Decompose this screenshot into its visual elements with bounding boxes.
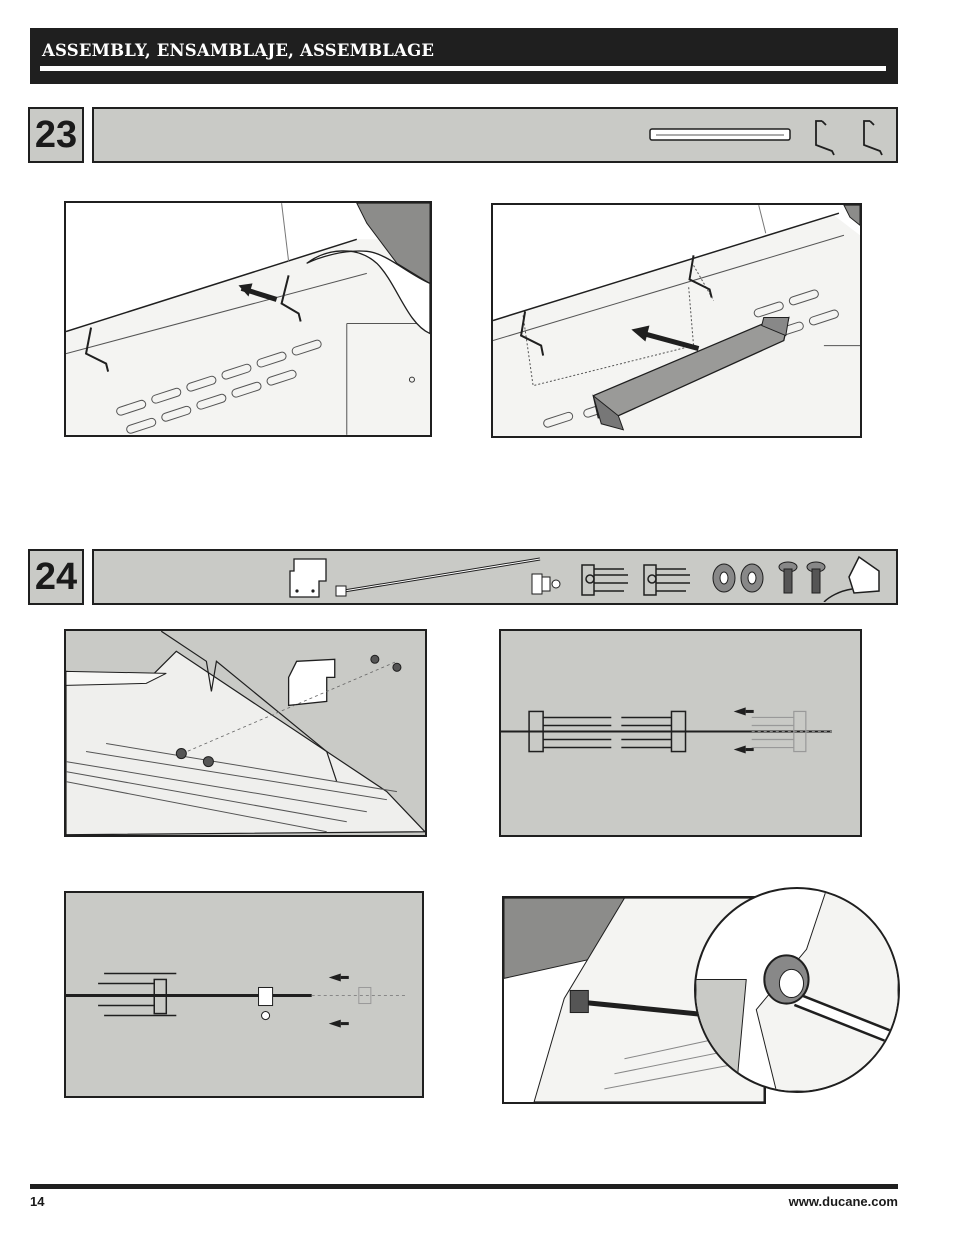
hex-nut-icon bbox=[713, 564, 763, 592]
step-23-illustration-rack bbox=[491, 203, 862, 438]
spit-rod-icon bbox=[336, 559, 540, 596]
step-24-illustration-collar bbox=[64, 891, 424, 1098]
collar-screw-icon bbox=[532, 574, 560, 594]
screw-icon bbox=[779, 562, 825, 593]
rotisserie-motor-icon bbox=[824, 557, 879, 602]
section-title: ASSEMBLY, ENSAMBLAJE, ASSEMBLAGE bbox=[42, 41, 434, 60]
rack-hook-icon bbox=[816, 121, 882, 155]
warming-rack-icon bbox=[650, 129, 790, 140]
website-link[interactable]: www.ducane.com bbox=[789, 1194, 898, 1209]
step-number-23: 23 bbox=[28, 107, 84, 163]
step-24-illustration-forks bbox=[499, 629, 862, 837]
header-rule bbox=[40, 66, 886, 71]
step-number-24: 24 bbox=[28, 549, 84, 605]
page-number: 14 bbox=[30, 1194, 44, 1209]
step-24-parts-bar bbox=[92, 549, 898, 605]
spit-fork-icon bbox=[582, 565, 690, 595]
step-24-illustration-bracket bbox=[64, 629, 427, 837]
rotisserie-bracket-icon bbox=[290, 559, 326, 597]
footer-rule bbox=[30, 1184, 898, 1189]
step-24-detail-magnifier bbox=[694, 887, 900, 1093]
step-23-parts-bar bbox=[92, 107, 898, 163]
step-23-illustration-hook bbox=[64, 201, 432, 437]
section-header: ASSEMBLY, ENSAMBLAJE, ASSEMBLAGE bbox=[30, 28, 898, 84]
